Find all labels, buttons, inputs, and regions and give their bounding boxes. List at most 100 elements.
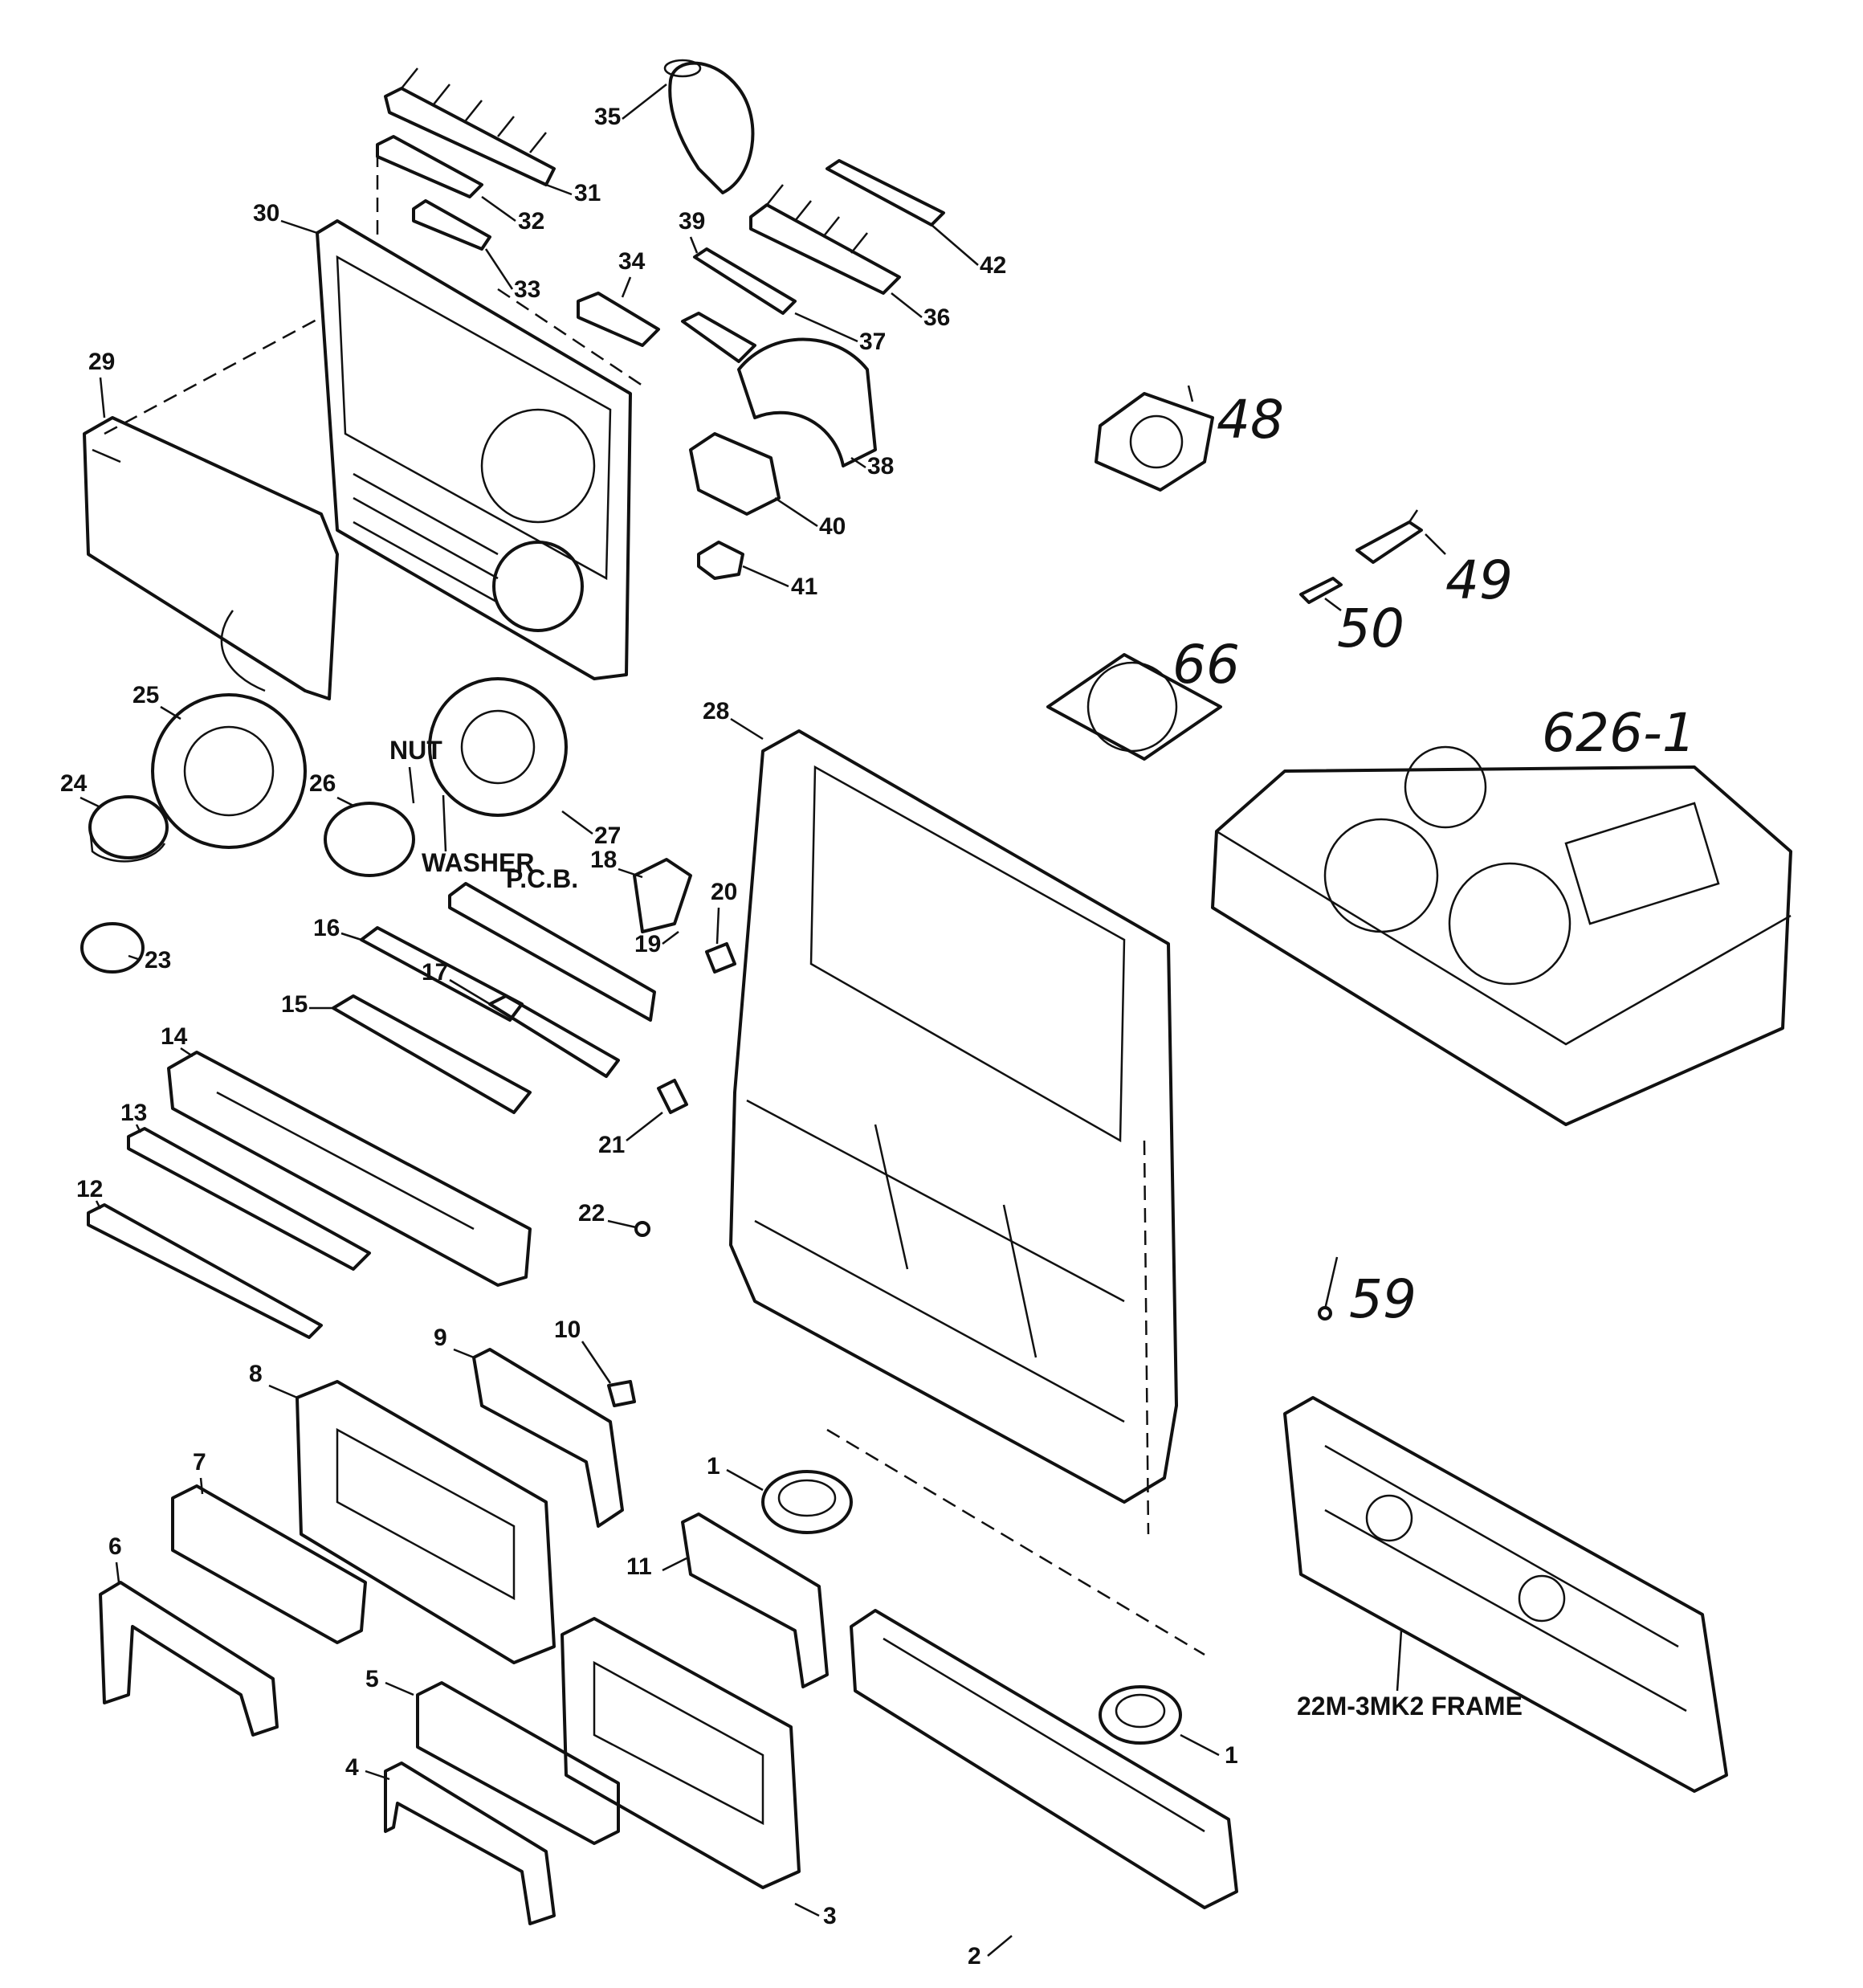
label-12: 12	[76, 1176, 103, 1202]
guide-line	[1143, 1140, 1150, 1535]
cassette-mechanism-626-1	[1211, 745, 1792, 1126]
label-41: 41	[791, 574, 817, 600]
handwritten-50: 50	[1337, 598, 1404, 659]
label-32: 32	[518, 208, 544, 235]
label-7: 7	[193, 1449, 206, 1476]
label-38: 38	[867, 453, 894, 480]
dial-ring-25	[151, 693, 307, 849]
main-chassis-28	[729, 729, 1178, 1504]
label-20: 20	[711, 879, 737, 905]
panel-7	[171, 1484, 367, 1644]
label-22: 22	[578, 1200, 605, 1227]
bracket-11	[681, 1512, 829, 1688]
label-21: 21	[598, 1132, 625, 1158]
button-strip-31	[384, 67, 556, 186]
label-11: 11	[626, 1553, 652, 1580]
speaker-66	[1046, 653, 1222, 761]
foot-1-lower	[1099, 1685, 1182, 1745]
label-4: 4	[345, 1754, 359, 1781]
washer-label: WASHER	[422, 848, 534, 877]
label-27: 27	[594, 823, 621, 849]
button-block-39	[681, 312, 756, 363]
guide-line	[104, 316, 322, 435]
screw-22	[634, 1221, 650, 1237]
label-14: 14	[161, 1023, 188, 1050]
label-30: 30	[253, 200, 279, 227]
label-31: 31	[574, 180, 601, 206]
door-35	[663, 59, 755, 194]
label-3: 3	[823, 1903, 837, 1929]
bracket-18	[633, 858, 692, 933]
deck-cover-38	[737, 337, 877, 467]
label-24: 24	[60, 770, 88, 797]
screw-59-shaft	[1323, 1256, 1339, 1310]
label-36: 36	[923, 304, 950, 331]
panel-5	[416, 1681, 620, 1845]
handle-6	[99, 1581, 279, 1737]
label-1: 1	[707, 1453, 720, 1480]
label-34: 34	[618, 248, 646, 275]
knob-24	[88, 795, 169, 863]
label-42: 42	[980, 252, 1006, 279]
guide-line	[497, 288, 643, 387]
button-block-34	[577, 292, 660, 347]
frame-22m-3mk2	[1283, 1396, 1728, 1793]
label-35: 35	[594, 104, 621, 130]
control-panel-14	[167, 1051, 532, 1287]
label-16: 16	[313, 915, 340, 941]
switch-strip-36	[749, 184, 901, 295]
strip-42	[826, 159, 945, 227]
label-18: 18	[590, 847, 617, 873]
label-25: 25	[132, 682, 159, 708]
label-6: 6	[108, 1533, 122, 1560]
guide-line	[826, 1428, 1205, 1656]
button-bar-15	[332, 994, 532, 1114]
screw-59	[1318, 1306, 1332, 1321]
knob-23	[80, 922, 145, 974]
label-17: 17	[422, 959, 448, 986]
handwritten-49: 49	[1445, 549, 1513, 611]
label-2: 2	[968, 1943, 981, 1970]
label-28: 28	[703, 698, 729, 725]
strip-37	[693, 247, 797, 315]
label-23: 23	[145, 947, 171, 974]
pcb	[448, 882, 656, 1022]
handwritten-48: 48	[1217, 389, 1284, 451]
label-13: 13	[120, 1100, 147, 1126]
part-labels: 1 1 2 3 4 5 6 7 8 9 10 11 12 13 14 15 16…	[60, 84, 1238, 1970]
label-15: 15	[281, 991, 308, 1018]
label-10: 10	[554, 1316, 581, 1343]
clip-21	[657, 1079, 688, 1114]
label-40: 40	[819, 513, 846, 540]
handwritten-59: 59	[1349, 1268, 1417, 1330]
knob-26	[324, 802, 415, 877]
mechanism-40	[689, 432, 781, 516]
button-strip-32	[376, 135, 483, 198]
clip-10	[607, 1380, 636, 1407]
cassette-holder-8	[296, 1380, 556, 1664]
handwritten-626-1: 626-1	[1542, 702, 1696, 764]
front-panel-30	[316, 219, 632, 680]
bar-12	[87, 1203, 323, 1339]
label-26: 26	[309, 770, 336, 797]
clip-20	[705, 942, 736, 974]
connector-41	[697, 541, 744, 580]
label-39: 39	[679, 208, 705, 235]
plug-49	[1355, 509, 1423, 564]
bracket-9	[472, 1348, 624, 1528]
handwritten-66: 66	[1172, 634, 1240, 696]
label-8: 8	[249, 1361, 263, 1387]
button-strip-33	[412, 199, 491, 251]
dial-ring-27	[428, 677, 568, 817]
label-19: 19	[634, 931, 661, 957]
label-37: 37	[859, 329, 886, 355]
foot-1-upper	[761, 1470, 853, 1534]
label-1-lower: 1	[1225, 1742, 1238, 1769]
frame-label: 22M-3MK2 FRAME	[1297, 1692, 1523, 1721]
label-5: 5	[365, 1666, 379, 1692]
pin-50	[1299, 577, 1343, 604]
fan-48	[1095, 392, 1214, 492]
front-bar-2	[850, 1609, 1238, 1909]
front-cover-29	[83, 416, 339, 700]
